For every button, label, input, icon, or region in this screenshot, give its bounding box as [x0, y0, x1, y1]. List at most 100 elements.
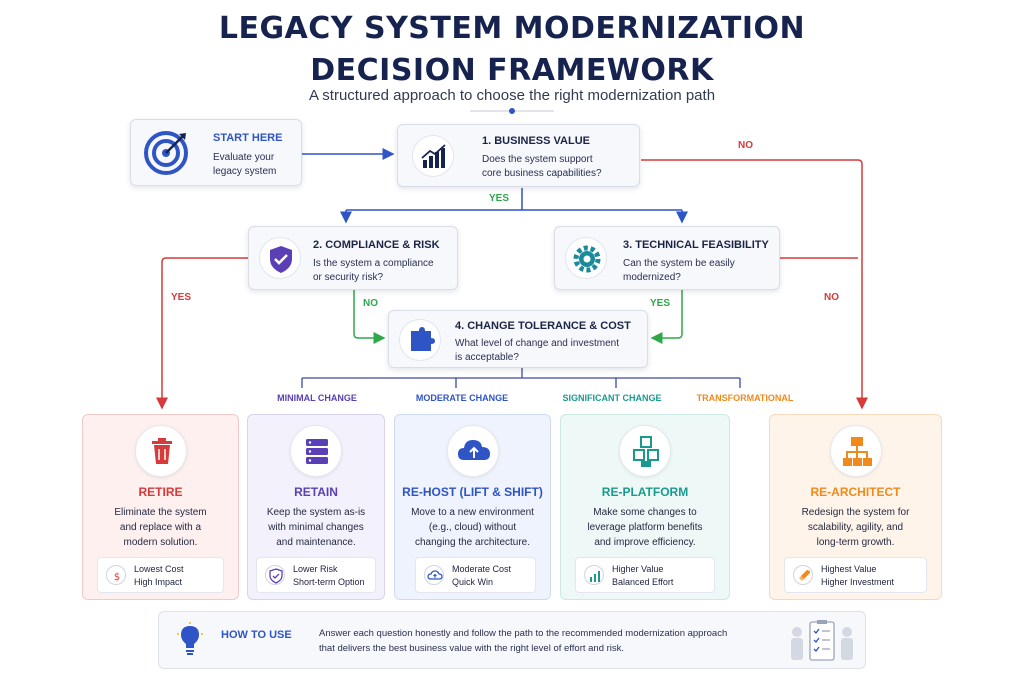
start-text-1: Evaluate your	[213, 152, 275, 163]
lightbulb-icon	[175, 622, 205, 658]
title-line-2: DECISION FRAMEWORK	[310, 53, 714, 88]
bar-chart-icon	[412, 135, 454, 177]
option-replatform-summary: Higher Value Balanced Effort	[575, 557, 715, 593]
desc-line: and improve efficiency.	[594, 537, 696, 548]
option-rearchitect-summary: Highest Value Higher Investment	[784, 557, 927, 593]
q3-text-1: Can the system be easily	[623, 258, 735, 269]
option-rehost-summary: Moderate Cost Quick Win	[415, 557, 536, 593]
summary-line-1: Lower Risk	[293, 564, 338, 574]
desc-line: and maintenance.	[276, 537, 356, 548]
start-title: START HERE	[213, 132, 283, 144]
summary-line-2: Quick Win	[452, 577, 494, 587]
page-title: LEGACY SYSTEM MODERNIZATION DECISION FRA…	[0, 8, 1024, 92]
option-retain: RETAIN Keep the system as-is with minima…	[247, 414, 385, 600]
q3-yes-label: YES	[650, 298, 671, 309]
trash-icon	[134, 425, 187, 477]
svg-text:$: $	[114, 572, 120, 583]
q2-no-label: NO	[363, 298, 378, 309]
q1-title: 1. BUSINESS VALUE	[482, 135, 590, 147]
option-replatform: RE-PLATFORM Make some changes to leverag…	[560, 414, 730, 600]
page-subtitle: A structured approach to choose the righ…	[308, 87, 716, 104]
start-card: START HERE Evaluate your legacy system	[130, 119, 302, 186]
desc-line: Eliminate the system	[114, 507, 207, 518]
summary-line-2: Higher Investment	[821, 577, 895, 587]
title-line-1: LEGACY SYSTEM MODERNIZATION	[218, 11, 806, 46]
summary-line-2: Balanced Effort	[612, 577, 674, 587]
option-rearchitect-title: RE-ARCHITECT	[810, 485, 901, 499]
how-to-use-text: Answer each question honestly and follow…	[319, 626, 727, 656]
title-divider	[470, 108, 554, 114]
q4-text-2: is acceptable?	[455, 352, 519, 363]
dollar-cycle-icon: $	[106, 565, 126, 585]
option-retain-desc: Keep the system as-is with minimal chang…	[254, 505, 378, 550]
how-to-use-panel: HOW TO USE Answer each question honestly…	[158, 611, 866, 669]
desc-line: (e.g., cloud) without	[428, 522, 517, 533]
option-retire: RETIRE Eliminate the system and replace …	[82, 414, 239, 600]
category-minimal-change: MINIMAL CHANGE	[277, 393, 357, 403]
q3-title: 3. TECHNICAL FEASIBILITY	[623, 239, 769, 251]
desc-line: Keep the system as-is	[266, 507, 366, 518]
shield-check-icon	[259, 237, 301, 279]
category-transformational: TRANSFORMATIONAL	[696, 393, 794, 403]
bar-chart-icon	[584, 565, 604, 585]
desc-line: long-term growth.	[816, 537, 895, 548]
category-significant-change: SIGNIFICANT CHANGE	[562, 393, 662, 403]
desc-line: modern solution.	[123, 537, 198, 548]
option-rehost-title: RE-HOST (LIFT & SHIFT)	[402, 485, 543, 499]
option-retain-summary: Lower Risk Short-term Option	[256, 557, 376, 593]
desc-line: scalability, agility, and	[807, 522, 904, 533]
desc-line: Make some changes to	[593, 507, 697, 518]
q1-yes-label: YES	[489, 193, 510, 204]
option-rearchitect-desc: Redesign the system for scalability, agi…	[776, 505, 935, 550]
option-retire-summary: $ Lowest Cost High Impact	[97, 557, 224, 593]
how-to-text-line: Answer each question honestly and follow…	[319, 628, 728, 639]
gear-icon	[565, 237, 607, 279]
option-rearchitect: RE-ARCHITECT Redesign the system for sca…	[769, 414, 942, 600]
how-to-text-line: that delivers the best business value wi…	[319, 643, 625, 654]
option-retire-desc: Eliminate the system and replace with a …	[89, 505, 232, 550]
q2-title: 2. COMPLIANCE & RISK	[313, 239, 440, 251]
summary-line-2: Short-term Option	[293, 577, 365, 587]
category-moderate-change: MODERATE CHANGE	[415, 393, 509, 403]
q4-change-tolerance-card: 4. CHANGE TOLERANCE & COST What level of…	[388, 310, 648, 368]
option-rehost-desc: Move to a new environment (e.g., cloud) …	[401, 505, 544, 550]
server-icon	[290, 425, 342, 477]
cubes-icon	[619, 425, 671, 477]
desc-line: Move to a new environment	[411, 507, 534, 518]
shield-check-icon	[265, 565, 285, 585]
q2-compliance-risk-card: 2. COMPLIANCE & RISK Is the system a com…	[248, 226, 458, 290]
puzzle-icon	[399, 319, 441, 361]
cloud-upload-icon	[424, 565, 444, 585]
summary-line-2: High Impact	[134, 577, 183, 587]
hierarchy-icon	[829, 425, 882, 477]
cloud-upload-icon	[446, 425, 499, 477]
rocket-icon	[793, 565, 813, 585]
desc-line: and replace with a	[119, 522, 202, 533]
q2-yes-label: YES	[171, 292, 192, 303]
summary-line-1: Lowest Cost	[134, 564, 184, 574]
desc-line: leverage platform benefits	[587, 522, 703, 533]
q2-text-2: or security risk?	[313, 272, 384, 283]
q4-text-1: What level of change and investment	[455, 338, 619, 349]
q3-technical-feasibility-card: 3. TECHNICAL FEASIBILITY Can the system …	[554, 226, 780, 290]
q1-text-1: Does the system support	[482, 154, 593, 165]
desc-line: changing the architecture.	[414, 537, 531, 548]
q2-text-1: Is the system a compliance	[313, 258, 434, 269]
option-rehost: RE-HOST (LIFT & SHIFT) Move to a new env…	[394, 414, 551, 600]
summary-line-1: Higher Value	[612, 564, 664, 574]
q4-title: 4. CHANGE TOLERANCE & COST	[455, 320, 631, 332]
summary-line-1: Moderate Cost	[452, 564, 512, 574]
summary-line-1: Highest Value	[821, 564, 877, 574]
target-icon	[141, 128, 191, 178]
start-text-2: legacy system	[213, 166, 277, 177]
checklist-illustration-icon	[787, 618, 857, 664]
q1-no-label: NO	[738, 140, 753, 151]
desc-line: with minimal changes	[268, 522, 364, 533]
q1-business-value-card: 1. BUSINESS VALUE Does the system suppor…	[397, 124, 640, 187]
q3-no-label: NO	[824, 292, 839, 303]
q3-text-2: modernized?	[623, 272, 681, 283]
how-to-use-title: HOW TO USE	[221, 629, 292, 641]
option-retain-title: RETAIN	[294, 485, 338, 499]
desc-line: Redesign the system for	[801, 507, 910, 518]
